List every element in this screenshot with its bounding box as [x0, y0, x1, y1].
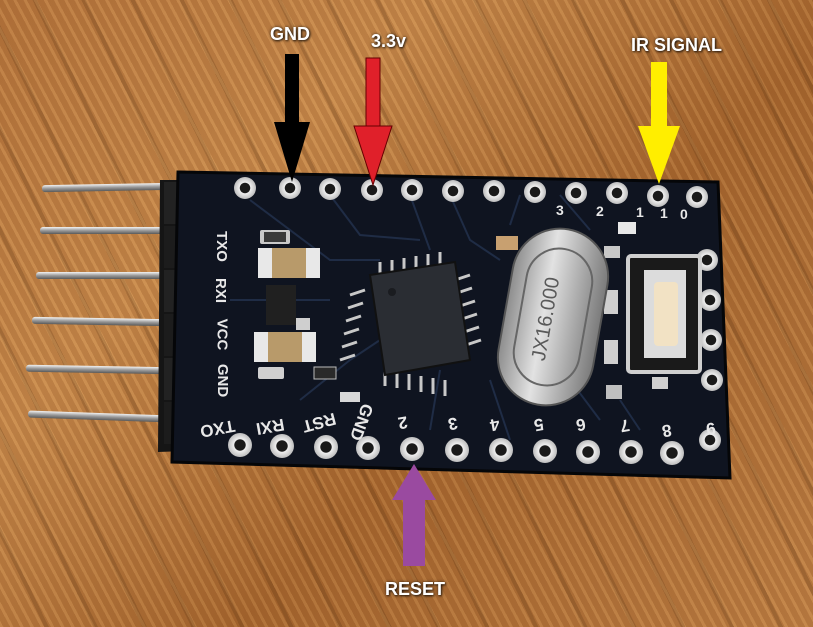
top-pin-row: [234, 177, 708, 208]
top-label-2: 2: [596, 203, 604, 219]
smd-components: [254, 222, 668, 402]
top-label-1b: 1: [660, 205, 668, 221]
header-pins: [25, 182, 175, 423]
microcontroller-chip: [339, 252, 482, 396]
crystal-oscillator: [496, 227, 610, 407]
v33-arrow: [353, 57, 393, 187]
top-label-0: 0: [680, 206, 688, 222]
gnd-arrow: [274, 54, 310, 182]
bottom-pin-row: [228, 429, 721, 465]
top-label-1a: 1: [636, 204, 644, 220]
reset-button: [626, 254, 702, 374]
gnd-callout: GND: [270, 24, 310, 44]
header-label-txo: TXO: [212, 231, 230, 262]
reset-arrow: [392, 464, 436, 566]
header-label-vcc: VCC: [213, 318, 231, 351]
ir-signal-arrow: [638, 62, 680, 184]
v33-callout: 3.3v: [371, 31, 407, 51]
top-label-3: 3: [556, 202, 564, 218]
ir-signal-callout: IR SIGNAL: [631, 35, 723, 55]
header-label-gnd: GND: [214, 363, 232, 398]
pcb-traces: [230, 194, 641, 441]
reset-callout: RESET: [385, 579, 446, 599]
header-label-rxi: RXI: [212, 277, 230, 304]
